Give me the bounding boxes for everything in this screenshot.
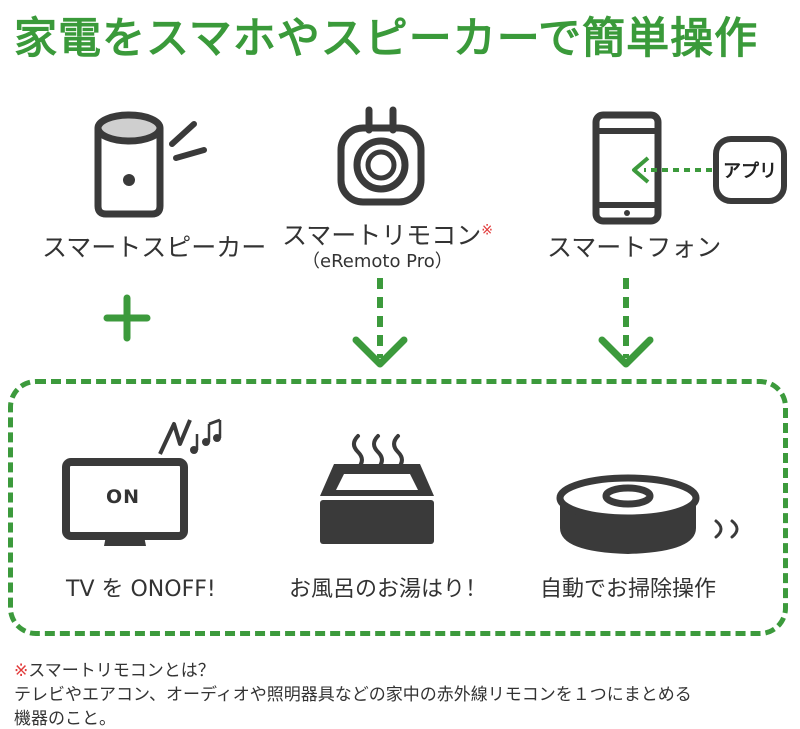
note-heading-text: スマートリモコンとは？	[28, 661, 215, 681]
remote-label-text: スマートリモコン	[282, 221, 482, 250]
page-title: 家電をスマホやスピーカーで簡単操作	[14, 14, 759, 64]
app-label: アプリ	[723, 161, 777, 182]
plus-icon	[103, 294, 151, 342]
smart-remote-icon	[337, 106, 425, 206]
note-mark: ※	[14, 661, 29, 681]
tv-icon	[62, 458, 188, 546]
phone-down-arrow	[598, 278, 654, 368]
appliances-panel	[8, 379, 788, 636]
speaker-label: スマートスピーカー	[42, 233, 267, 262]
app-badge: アプリ	[713, 136, 787, 204]
remote-down-arrow	[352, 278, 408, 368]
motion-lines-icon	[714, 519, 739, 539]
robot-vacuum-icon	[556, 474, 700, 554]
remote-note-mark: ※	[481, 222, 493, 239]
smart-speaker-icon	[94, 111, 207, 218]
smartphone-icon	[592, 111, 662, 225]
bath-icon	[320, 434, 434, 544]
remote-label: スマートリモコン※	[282, 216, 493, 252]
note-line-1: テレビやエアコン、オーディオや照明器具などの家中の赤外線リモコンを１つにまとめる	[14, 685, 692, 705]
music-notes-icon	[158, 418, 222, 455]
tv-screen-text: ON	[106, 486, 141, 508]
remote-model: （eRemoto Pro）	[302, 251, 453, 272]
bath-label: お風呂のお湯はり！	[289, 577, 488, 602]
robot-label: 自動でお掃除操作	[540, 577, 717, 602]
phone-label: スマートフォン	[547, 233, 722, 262]
app-to-phone-arrow	[632, 156, 712, 184]
note-heading: ※スマートリモコンとは？	[14, 656, 215, 681]
tv-label: TV を ONOFF!	[66, 577, 216, 602]
note-line-2: 機器のこと。	[14, 709, 116, 729]
